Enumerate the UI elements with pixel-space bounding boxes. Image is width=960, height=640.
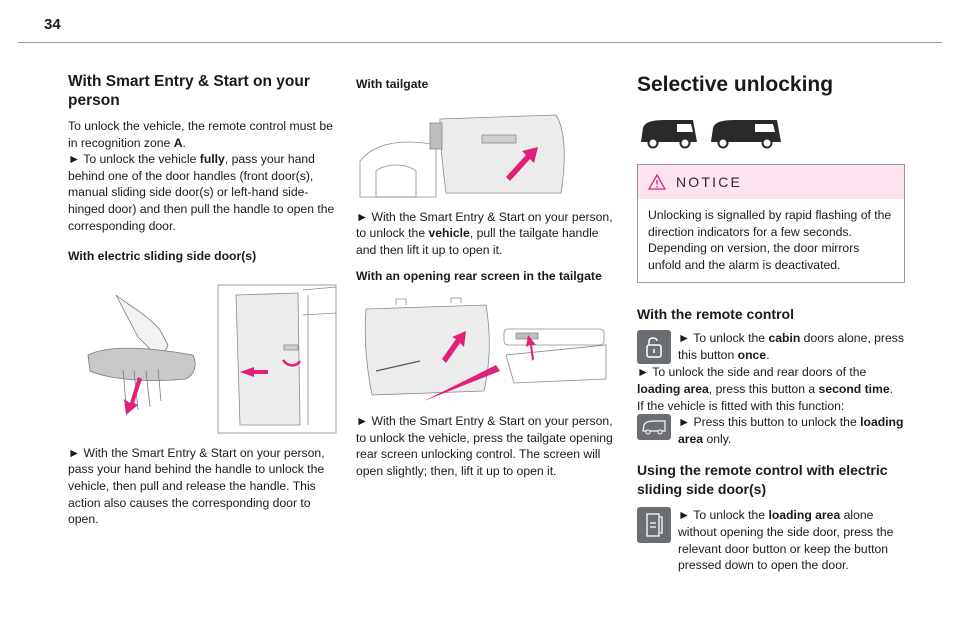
subheading-tailgate: With tailgate [356,77,429,91]
step-tailgate: ► With the Smart Entry & Start on your p… [356,209,613,257]
electric-step: ► To unlock the loading area alone witho… [637,507,905,573]
notice-header: NOTICE [638,165,904,199]
remote-step-condition: If the vehicle is fitted with this funct… [637,398,845,413]
screen-lift-arrow-icon [442,330,466,363]
subheading-rear-screen: With an opening rear screen in the tailg… [356,269,602,284]
intro-paragraph: To unlock the vehicle, the remote contro… [68,119,333,150]
page-number: 34 [44,16,61,33]
van-rear-icon [637,414,671,441]
warning-icon [648,174,666,190]
notice-body: Unlocking is signalled by rapid flashing… [648,208,892,272]
notice-title: NOTICE [676,173,743,190]
remote-step-cabin: ► To unlock the cabin doors alone, press… [637,330,905,365]
step-rear-screen: ► With the Smart Entry & Start on your p… [356,413,613,478]
unlock-arrow-icon [281,358,302,367]
door-handle-illustration [87,284,337,434]
pull-arrow-icon [124,376,142,415]
notice-box: NOTICE Unlocking is signalled by rapid f… [637,164,905,284]
column-smart-entry: With Smart Entry & Start on your person … [68,72,338,528]
section-heading-electric-sliding: Using the remote control with electric s… [637,462,888,498]
section-heading-remote: With the remote control [637,306,794,323]
van-models-icon [641,120,781,149]
unlock-padlock-icon [637,330,671,365]
remote-step-loading-area: ► To unlock the side and rear doors of t… [637,365,894,396]
slide-arrow-icon [240,366,268,377]
sliding-door-icon [637,507,671,544]
subheading-electric-sliding: With electric sliding side door(s) [68,249,257,264]
section-heading-smart-entry: With Smart Entry & Start on your person [68,73,310,109]
remote-step-loading-only: ► Press this button to unlock the loadin… [637,414,905,447]
rear-screen-illustration [364,297,607,401]
header-divider [18,42,942,43]
column-selective-unlocking: Selective unlocking NOTICE Unlocking is … [637,72,905,574]
column-tailgate: With tailgate ► With the Smart Entry & S… [356,72,618,479]
step-electric-sliding: ► With the Smart Entry & Start on your p… [68,445,325,527]
tailgate-illustration [359,114,565,197]
lift-arrow-icon [506,146,538,181]
step-unlock-fully: ► To unlock the vehicle fully, pass your… [68,152,335,233]
page-title: Selective unlocking [637,73,834,96]
screen-arrow-icon [424,364,500,401]
control-press-arrow-icon [526,334,536,361]
